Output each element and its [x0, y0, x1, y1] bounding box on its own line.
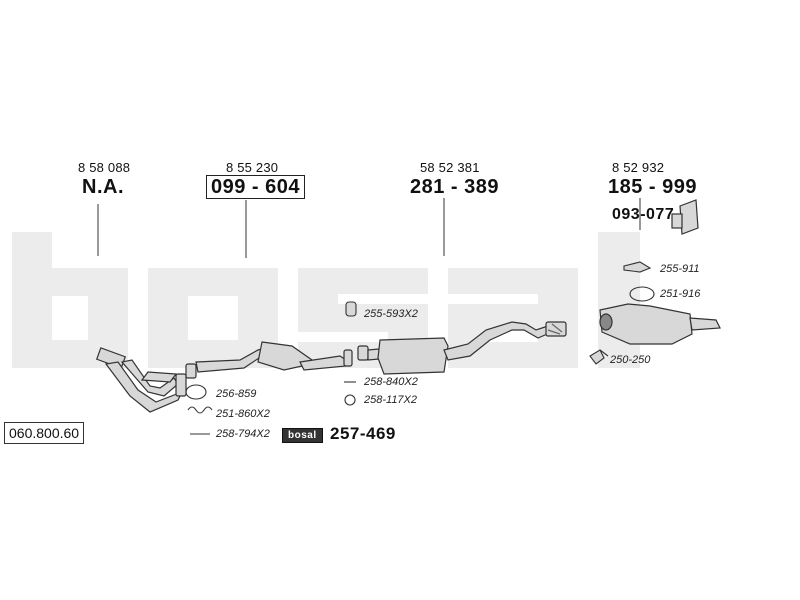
accessory-label-a2: 251-916	[660, 288, 701, 300]
part-code-2: 099 - 604	[206, 175, 306, 199]
accessory-label-a1: 255-911	[660, 263, 700, 275]
accessory-label-a8: 251-860X2	[216, 408, 270, 420]
catalytic-converter-part	[185, 341, 353, 379]
leader-lines	[97, 198, 641, 258]
mounting-kit-code: 257-469	[330, 424, 396, 443]
gasket-icon	[345, 301, 357, 317]
clamp-ring-icon	[629, 286, 655, 302]
oem-number-4: 8 52 932	[612, 160, 665, 175]
accessory-label-a7: 256-859	[216, 388, 257, 400]
bracket-part	[671, 199, 699, 235]
accessory-label-a9: 258-794X2	[216, 428, 270, 440]
rubber-mount-icon	[623, 261, 652, 273]
accessory-shapes	[185, 261, 655, 435]
oem-number-3: 58 52 381	[420, 160, 480, 175]
rear-silencer-part	[599, 303, 721, 345]
oem-number-1: 8 58 088	[78, 160, 131, 175]
accessory-label-a5: 258-840X2	[364, 376, 418, 388]
oem-number-2: 8 55 230	[226, 160, 279, 175]
front-pipe-part	[95, 347, 187, 413]
part-code-1: N.A.	[82, 176, 124, 198]
spring-icon	[187, 406, 213, 414]
bracket-code: 093-077	[612, 206, 675, 223]
accessory-label-a6: 258-117X2	[364, 394, 418, 406]
clamp-icon	[589, 349, 609, 365]
accessory-label-a3: 250-250	[610, 354, 651, 366]
part-code-4: 185 - 999	[608, 176, 698, 198]
accessory-label-a4: 255-593X2	[364, 308, 418, 320]
ring-icon	[344, 394, 356, 406]
part-code-3: 281 - 389	[410, 176, 500, 198]
seal-ring-icon	[185, 384, 207, 400]
reference-number: 060.800.60	[4, 422, 85, 444]
bosal-kit-badge: bosal	[282, 428, 323, 443]
middle-silencer-part	[357, 321, 567, 375]
